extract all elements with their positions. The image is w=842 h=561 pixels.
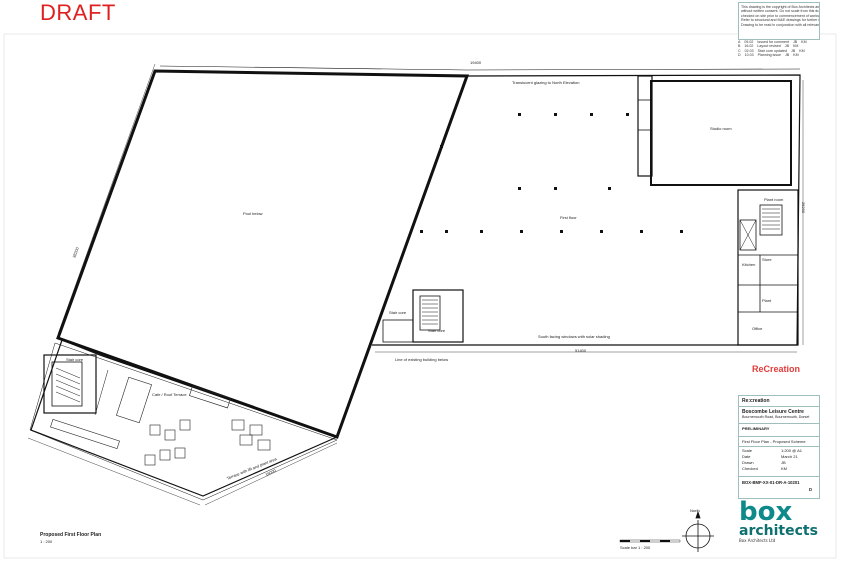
revision-row: D 10.03 Planning issue JB KM — [738, 53, 818, 57]
rev-chk: KM — [793, 53, 799, 58]
title-block: Re:creation Boscombe Leisure Centre Bour… — [738, 395, 820, 499]
notes-list: This drawing is the copyright of Box Arc… — [739, 3, 819, 29]
label-plant: Plant — [762, 298, 772, 303]
rev-chk: KM — [799, 48, 805, 53]
label-south-glazing: South facing windows with solar shading — [538, 334, 610, 339]
label-stair-core-1: Stair core — [389, 310, 407, 315]
drawing-scale: 1 : 200 — [40, 539, 53, 544]
rev-by: JB — [784, 44, 789, 49]
stair-core-centre — [412, 289, 464, 343]
revision-table: A 09.02 Issued for comment JB KM B 16.02… — [738, 40, 818, 62]
scale-label: Scale — [742, 448, 753, 453]
rev-code: D — [738, 53, 741, 58]
rev-by: JB — [785, 53, 790, 58]
client-logo: ReCreation — [752, 364, 800, 374]
sheet-title: First Floor Plan - Proposed Scheme — [742, 439, 806, 444]
north-arrow-icon — [682, 510, 714, 552]
revision-code: D — [809, 487, 813, 492]
status: PRELIMINARY — [742, 426, 770, 431]
client-label: Re:creation — [742, 398, 770, 404]
dim-right: 26200 — [801, 201, 807, 214]
rev-code: B — [738, 44, 741, 49]
scale-value: 1:200 @ A1 — [781, 448, 802, 453]
label-stair-left: Stair core — [66, 357, 84, 362]
label-north-glazing: Translucent glazing to North Elevation — [512, 80, 580, 85]
scale-bar — [620, 540, 670, 542]
drawing-number: BOX-BMF-XX-01-DR-A-10201 — [742, 480, 800, 485]
client-logo-text: ReCreation — [752, 364, 801, 374]
practice-footer: Box Architects Ltd — [739, 538, 776, 543]
main-building-outline — [372, 74, 801, 346]
rev-date: 02.03 — [744, 48, 754, 53]
north-label: North — [690, 508, 700, 513]
project-name: Boscombe Leisure Centre — [742, 409, 804, 415]
note-line: without written consent. Do not scale fr… — [741, 9, 819, 14]
checked-label: Checked — [742, 466, 758, 471]
revision-row: A 09.02 Issued for comment JB KM — [738, 40, 818, 44]
checked-value: KM — [781, 466, 787, 471]
date-value: March 21 — [781, 454, 798, 459]
revision-row: B 16.02 Layout revised JB KM — [738, 44, 818, 48]
drawn-label: Drawn — [742, 460, 754, 465]
note-line: Refer to structural and M&E drawings for… — [741, 18, 819, 23]
label-existing: Line of existing building below — [395, 357, 449, 362]
label-stair-core-2: Stair core — [428, 328, 446, 333]
cafe-outline — [30, 339, 339, 497]
date-label: Date — [742, 454, 751, 459]
rev-by: JB — [792, 40, 798, 44]
title-block-notes: This drawing is the copyright of Box Arc… — [738, 2, 820, 40]
revision-row: C 02.03 Stair core updated JB KM — [738, 49, 818, 53]
rev-date: 10.03 — [744, 53, 754, 58]
label-office: Office — [752, 326, 763, 331]
rev-desc: Issued for comment — [757, 40, 789, 44]
rev-date: 16.02 — [744, 44, 754, 49]
rev-desc: Planning issue — [757, 53, 781, 58]
rev-desc: Stair core updated — [757, 48, 787, 53]
stair-right — [759, 204, 783, 236]
rev-by: JB — [790, 48, 796, 53]
rev-code: A — [738, 40, 741, 44]
label-store: Store — [762, 257, 772, 262]
pool-void-outline — [56, 69, 470, 439]
scale-bar-label: Scale bar 1 : 200 — [620, 545, 651, 550]
label-cafe: Cafe / Roof Terrace — [152, 392, 187, 397]
label-first-floor: First floor — [560, 215, 577, 220]
note-line: Drawing to be read in conjunction with a… — [741, 22, 819, 27]
drawn-value: JB — [781, 460, 786, 465]
rev-desc: Layout revised — [757, 44, 781, 49]
dim-bottom: 51400 — [575, 348, 587, 353]
rev-date: 09.02 — [744, 40, 754, 44]
rev-code: C — [738, 48, 741, 53]
studio-room — [650, 80, 792, 186]
label-plant-room: Plant room — [764, 197, 784, 202]
note-line: This drawing is the copyright of Box Arc… — [741, 5, 819, 9]
label-pool: Pool below — [243, 211, 263, 216]
dim-top: 19400 — [470, 60, 482, 65]
practice-logo-box: box — [739, 497, 793, 527]
label-kitchen: Kitchen — [742, 262, 756, 267]
project-address: Bournemouth Road, Bournemouth, Dorset — [742, 415, 810, 419]
stair-left — [43, 354, 97, 414]
draft-label: DRAFT — [40, 0, 116, 25]
drawing-title: Proposed First Floor Plan — [40, 532, 102, 538]
rev-chk: KM — [792, 44, 799, 49]
rev-chk: KM — [801, 40, 807, 44]
practice-logo: box architects Box Architects Ltd — [739, 497, 818, 543]
label-studio: Studio room — [710, 126, 732, 131]
practice-logo-architects: architects — [739, 523, 818, 539]
note-line: checked on site prior to commencement of… — [741, 13, 819, 18]
